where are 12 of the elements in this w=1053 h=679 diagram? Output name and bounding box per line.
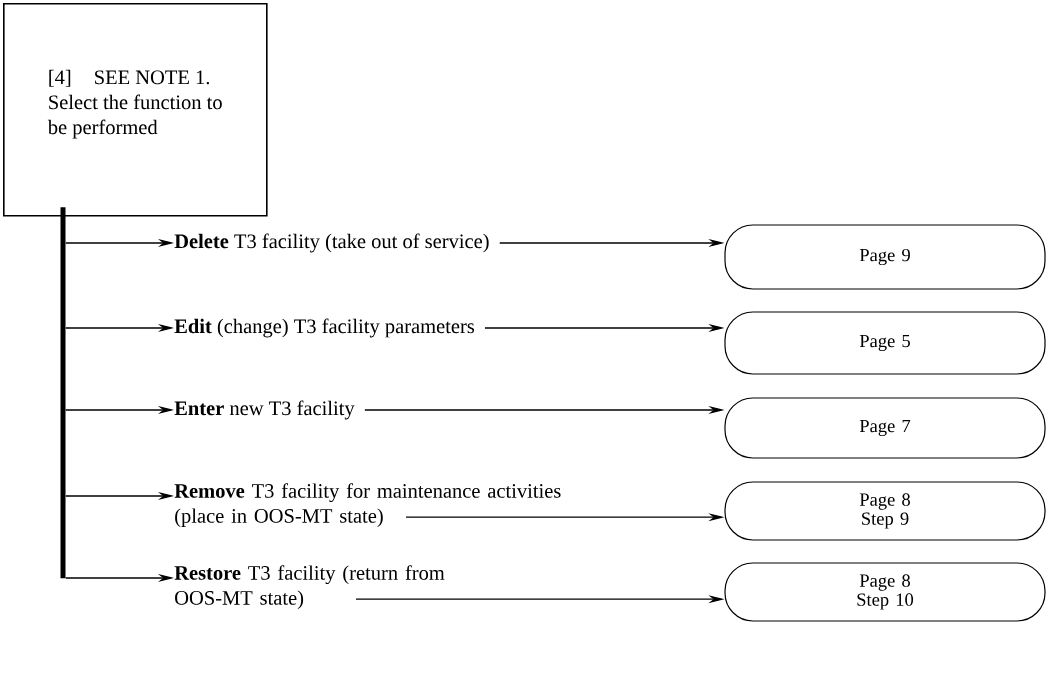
vertical-bar <box>60 207 66 579</box>
option-text: Edit (change) T3 facility parameters <box>174 318 475 338</box>
terminal-box: Page 8 Step 9 <box>724 481 1046 541</box>
option-text: Restore T3 facility (return from OOS-MT state) <box>174 565 445 609</box>
terminal-box: Page 9 <box>724 224 1046 290</box>
option-text: Remove T3 facility for maintenance activities (place in OOS-MT state) <box>174 483 561 527</box>
terminal-box: Page 5 <box>724 311 1046 375</box>
terminal-box: Page 7 <box>724 397 1046 459</box>
terminal-box: Page 8 Step 10 <box>724 562 1046 622</box>
instruction-box: [4] SEE NOTE 1. Select the function to be performed <box>3 3 268 217</box>
option-text: Enter new T3 facility <box>174 400 355 420</box>
option-text: Delete T3 facility (take out of service) <box>174 233 489 253</box>
